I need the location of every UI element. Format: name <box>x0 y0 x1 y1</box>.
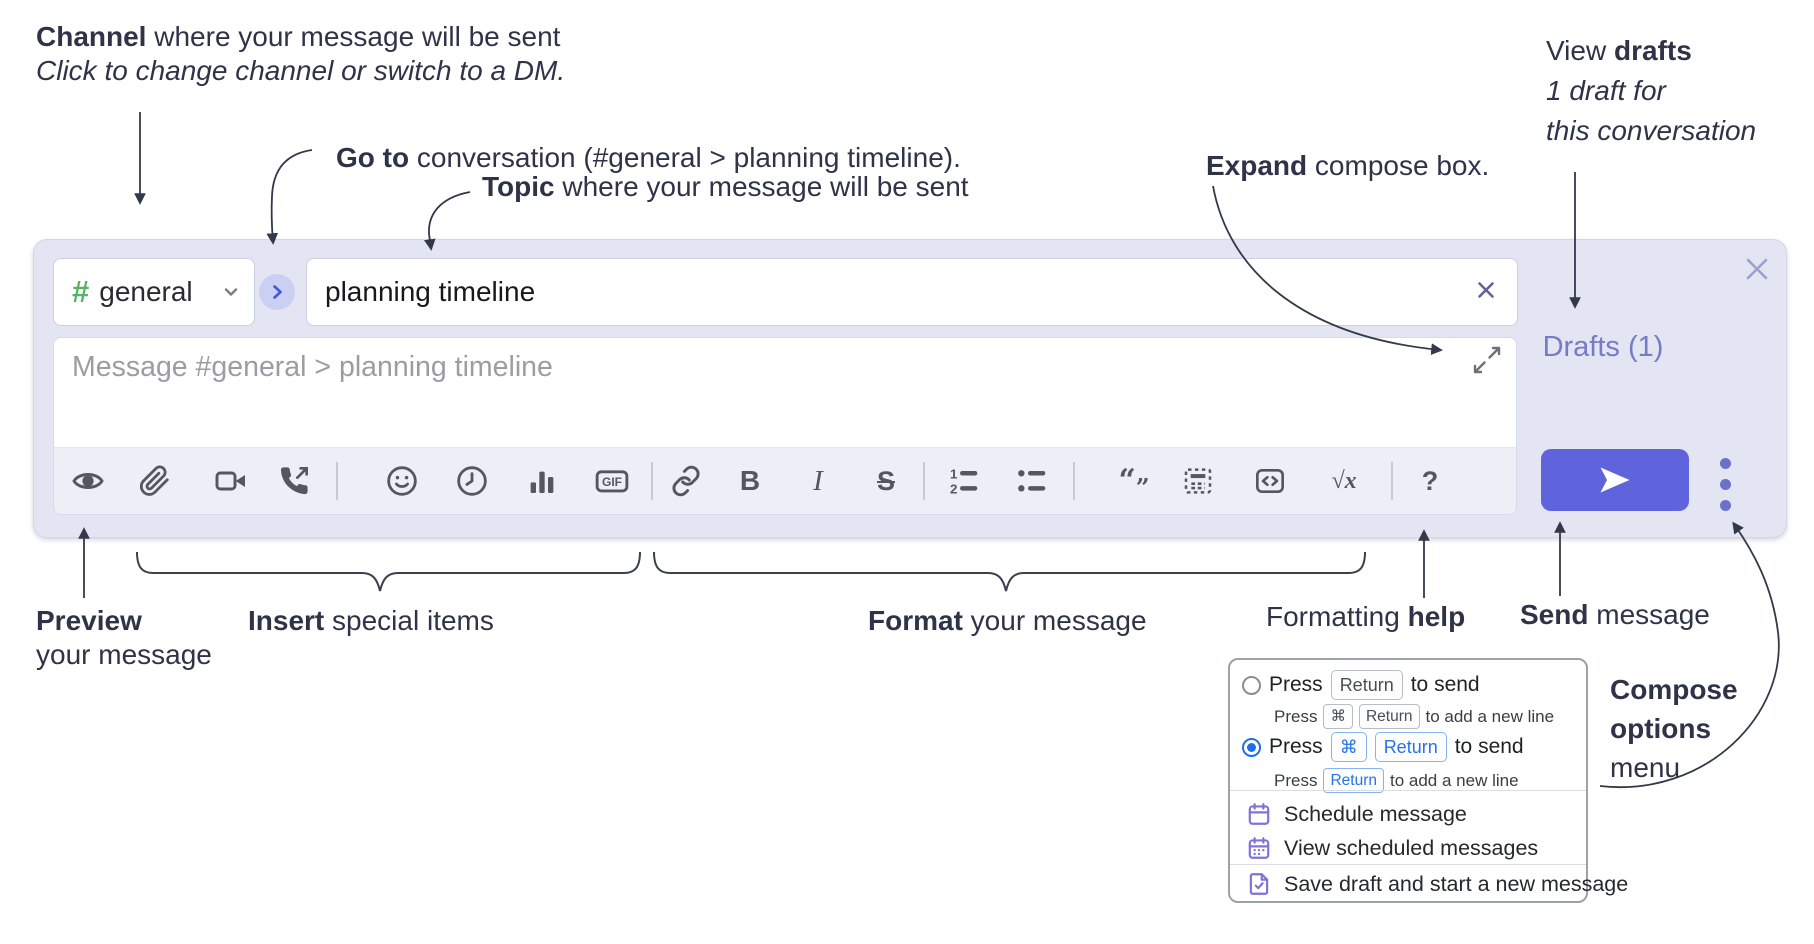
expand-compose-icon[interactable] <box>1470 343 1504 382</box>
cmd-key-chip: ⌘ <box>1330 732 1367 762</box>
calendar-grid-icon <box>1248 837 1270 859</box>
toolbar-divider <box>923 462 925 500</box>
link-icon[interactable] <box>669 464 703 498</box>
send-button[interactable] <box>1541 449 1689 511</box>
toolbar-divider <box>651 462 653 500</box>
formatting-help-icon[interactable]: ? <box>1421 465 1439 496</box>
chevron-down-icon <box>224 288 238 296</box>
poll-icon[interactable] <box>525 464 559 498</box>
format-annotation: Format your message <box>868 605 1147 636</box>
compose-options-popup: Press Return to send Press ⌘ Return to a… <box>1228 658 1628 903</box>
return-key-chip: Return <box>1358 704 1420 729</box>
goto-annotation: Go to conversation (#general > planning … <box>336 142 961 173</box>
chevron-right-icon <box>273 285 282 299</box>
document-check-icon <box>1249 873 1269 895</box>
code-icon[interactable] <box>1253 464 1287 498</box>
send-plane-icon <box>1600 467 1630 493</box>
channel-annotation-rest: where your message will be sent <box>146 21 561 52</box>
channel-annotation: Channel where your message will be sent … <box>36 20 565 88</box>
video-call-icon[interactable] <box>214 464 248 498</box>
kebab-dot <box>1719 478 1731 490</box>
attach-file-icon[interactable] <box>138 464 172 498</box>
save-draft-item[interactable]: Save draft and start a new message <box>1246 869 1628 899</box>
cmd-enter-sends-option[interactable]: Press ⌘ Return to send <box>1242 732 1524 762</box>
channel-annotation-bold: Channel <box>36 21 147 52</box>
channel-hash-icon: # <box>72 274 90 309</box>
message-input[interactable]: Message #general > planning timeline <box>53 337 1517 515</box>
italic-icon[interactable]: I <box>813 464 823 497</box>
toolbar-divider <box>336 462 338 500</box>
topic-value: planning timeline <box>325 276 536 307</box>
insert-annotation: Insert special items <box>248 605 494 636</box>
toolbar-divider <box>1391 462 1393 500</box>
return-key-chip: Return <box>1374 732 1447 762</box>
compose-options-menu-button[interactable] <box>1707 453 1743 515</box>
svg-text:2: 2 <box>950 482 957 497</box>
kebab-dot <box>1719 457 1731 469</box>
popup-divider <box>1230 790 1586 791</box>
return-key-chip: Return <box>1323 768 1384 793</box>
channel-selector[interactable]: # general <box>53 258 255 326</box>
math-icon[interactable]: √x <box>1331 467 1357 494</box>
enter-sends-option[interactable]: Press Return to send <box>1242 670 1480 700</box>
voice-call-icon[interactable] <box>277 464 311 498</box>
popup-divider <box>1230 864 1586 865</box>
channel-name: general <box>99 276 193 307</box>
svg-text:1: 1 <box>950 466 958 481</box>
enter-sends-subtext: Press ⌘ Return to add a new line <box>1274 704 1554 729</box>
topic-input[interactable]: planning timeline <box>306 258 1518 326</box>
gif-icon[interactable]: GIF <box>595 464 629 498</box>
svg-text:GIF: GIF <box>602 475 622 489</box>
global-time-icon[interactable] <box>455 464 489 498</box>
cmd-enter-sends-subtext: Press Return to add a new line <box>1274 768 1519 793</box>
calendar-icon <box>1248 803 1270 825</box>
formatting-help-annotation: Formatting help <box>1266 601 1466 632</box>
cmd-key-chip: ⌘ <box>1323 704 1353 729</box>
radio-unselected-icon[interactable] <box>1242 675 1261 695</box>
quote-icon[interactable]: “” <box>1118 463 1150 502</box>
strikethrough-icon[interactable]: S <box>876 465 895 496</box>
view-scheduled-messages-item[interactable]: View scheduled messages <box>1246 832 1538 864</box>
message-placeholder: Message #general > planning timeline <box>72 351 553 383</box>
close-compose-icon[interactable] <box>1738 250 1776 293</box>
send-annotation: Send message <box>1520 599 1710 630</box>
expand-annotation: Expand compose box. <box>1206 150 1490 181</box>
compose-options-annotation: Compose options menu <box>1610 674 1738 783</box>
channel-annotation-line2: Click to change channel or switch to a D… <box>36 55 566 86</box>
bold-icon[interactable]: B <box>739 465 761 496</box>
go-to-conversation-button[interactable] <box>259 274 295 310</box>
schedule-message-item[interactable]: Schedule message <box>1246 798 1467 830</box>
toolbar-divider <box>1073 462 1075 500</box>
drafts-link[interactable]: Drafts (1) <box>1542 331 1664 363</box>
emoji-icon[interactable] <box>385 464 419 498</box>
bulleted-list-icon[interactable] <box>1015 464 1049 498</box>
view-drafts-annotation: View drafts 1 draft for this conversatio… <box>1546 35 1757 146</box>
compose-box: # general planning timeline Message #gen… <box>33 239 1787 538</box>
spoiler-icon[interactable] <box>1181 464 1215 498</box>
preview-icon[interactable] <box>71 464 105 498</box>
topic-annotation: Topic where your message will be sent <box>482 171 969 202</box>
preview-annotation: Preview your message <box>36 605 212 670</box>
clear-topic-icon[interactable] <box>1471 275 1501 310</box>
return-key-chip: Return <box>1330 670 1403 700</box>
radio-selected-icon[interactable] <box>1242 737 1261 757</box>
kebab-dot <box>1719 499 1731 511</box>
